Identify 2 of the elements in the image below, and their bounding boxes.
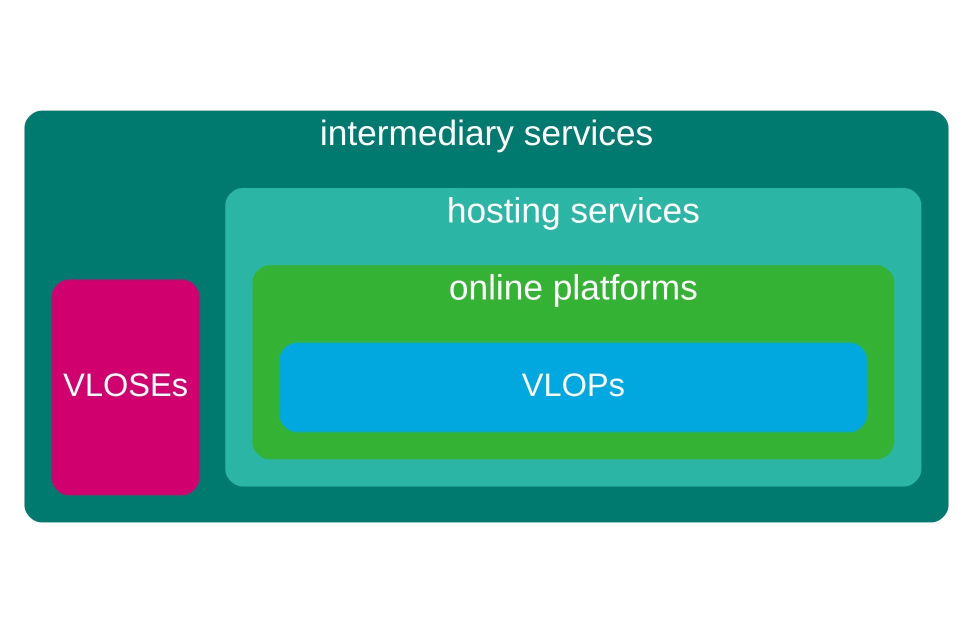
node-box: VLOSEs <box>52 279 200 495</box>
node-box: VLOPs <box>280 342 868 432</box>
